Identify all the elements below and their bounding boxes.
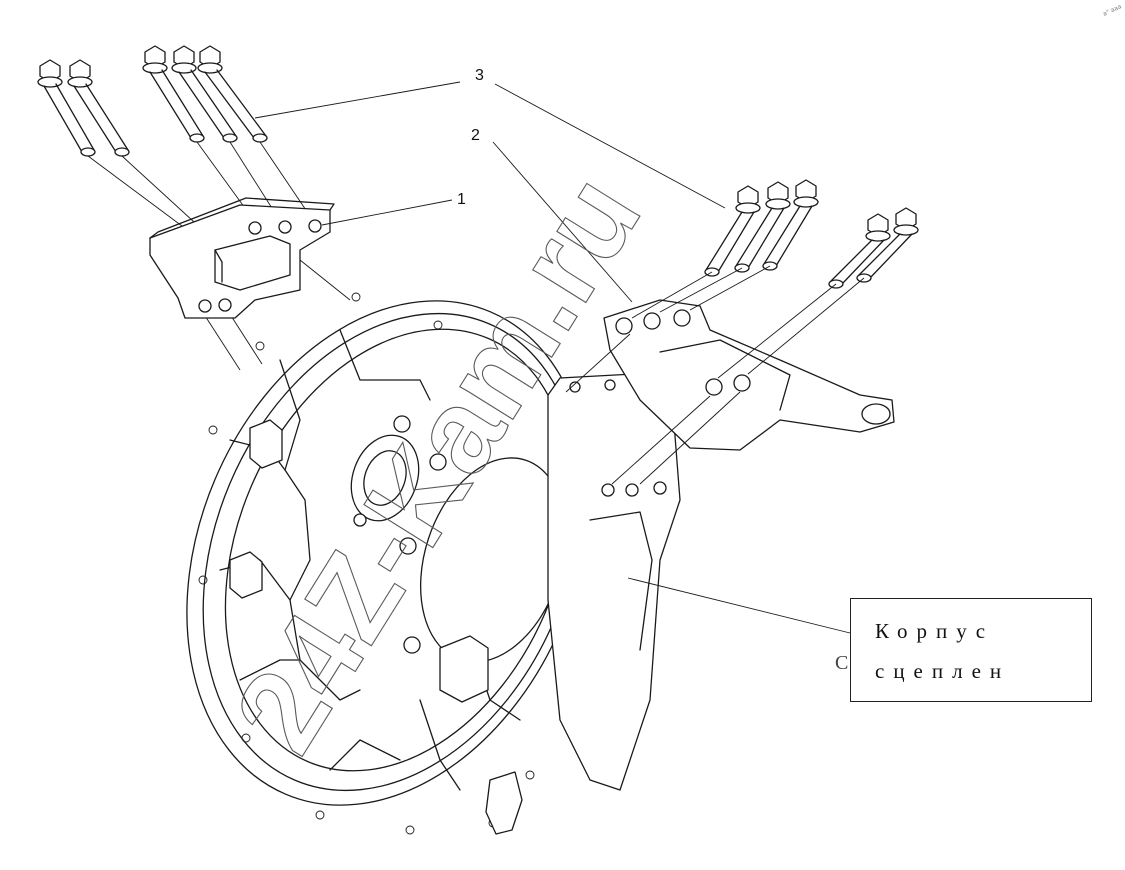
label-fragment: С	[835, 652, 849, 674]
clutch-housing	[186, 292, 590, 835]
corner-mark: a° aaa	[1102, 3, 1123, 18]
callout-leaders	[254, 81, 851, 634]
side-body	[547, 371, 681, 791]
part-label-box: Корпус сцеплен	[850, 598, 1092, 702]
bolt-group-right	[565, 179, 919, 485]
callout-2: 2	[471, 127, 480, 144]
part-label-line-1: Корпус	[875, 619, 995, 643]
callout-3: 3	[475, 67, 484, 84]
bracket-1	[149, 197, 335, 319]
callout-1: 1	[457, 191, 466, 208]
bracket-2	[603, 299, 895, 451]
bolt-group-left	[37, 45, 351, 371]
part-label-line-2: сцеплен	[875, 659, 1011, 683]
